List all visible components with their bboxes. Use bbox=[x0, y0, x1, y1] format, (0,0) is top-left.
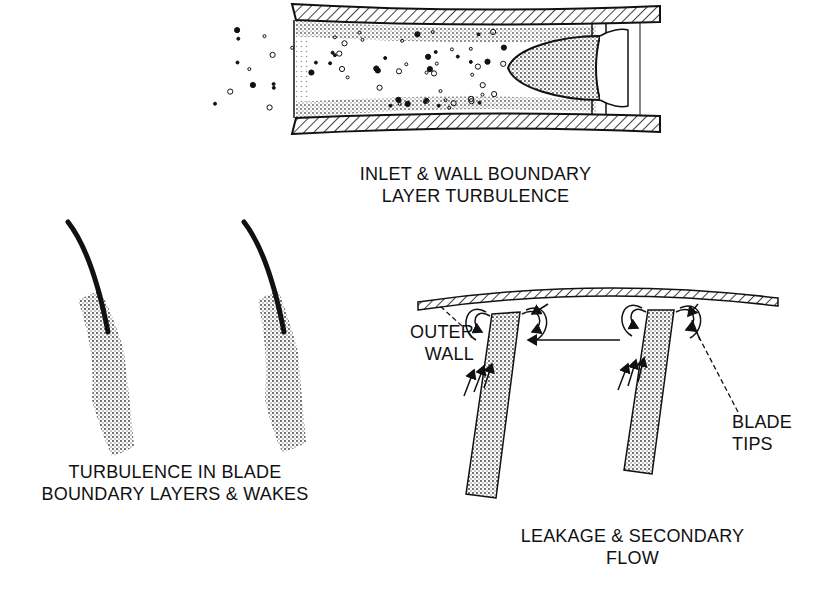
turbulence-dot bbox=[427, 67, 432, 72]
turbulence-dot bbox=[250, 82, 255, 87]
turbulence-dot bbox=[469, 47, 472, 50]
inlet-duct bbox=[214, 4, 661, 134]
turbulence-dot bbox=[405, 63, 408, 66]
figure-caption: LEAKAGE & SECONDARY FLOW bbox=[500, 526, 765, 569]
turbulence-dot bbox=[377, 85, 382, 90]
turbulence-dot bbox=[425, 71, 428, 74]
turbulence-dot bbox=[272, 86, 275, 89]
leader-line bbox=[690, 320, 738, 412]
turbulence-dot bbox=[431, 31, 434, 34]
turbulence-dot bbox=[426, 54, 431, 59]
turbulence-dot bbox=[444, 99, 447, 102]
turbulence-dot bbox=[469, 60, 472, 63]
turbulence-dot bbox=[471, 73, 474, 76]
turbulence-dot bbox=[448, 106, 451, 109]
turbulence-dot bbox=[469, 96, 474, 101]
turbulence-dot bbox=[337, 51, 342, 56]
part-label: BLADE TIPS bbox=[732, 412, 810, 455]
blade-wakes bbox=[68, 222, 306, 456]
blade-tip-leakage bbox=[418, 288, 778, 498]
turbulence-dot bbox=[235, 28, 240, 33]
turbulence-dot bbox=[314, 61, 317, 64]
turbulence-dot bbox=[415, 32, 420, 37]
turbulence-dot bbox=[329, 62, 332, 65]
turbulence-dot bbox=[437, 104, 440, 107]
turbulence-dot bbox=[501, 45, 506, 50]
turbulence-dot bbox=[434, 51, 437, 54]
turbulence-dot bbox=[346, 76, 349, 79]
turbulence-dot bbox=[384, 57, 387, 60]
turbulence-dot bbox=[342, 41, 347, 46]
turbulence-dot bbox=[267, 105, 272, 110]
turbulence-dot bbox=[456, 55, 459, 58]
turbulence-dot bbox=[424, 98, 429, 103]
turbulence-dot bbox=[389, 104, 392, 107]
turbulence-dot bbox=[333, 36, 336, 39]
turbulence-dot bbox=[485, 59, 490, 64]
turbulence-dot bbox=[270, 52, 275, 57]
turbulence-dot bbox=[396, 69, 401, 74]
turbulence-dot bbox=[450, 48, 453, 51]
turbulence-dot bbox=[401, 39, 404, 42]
turbulence-dot bbox=[480, 83, 485, 88]
turbulence-dot bbox=[435, 62, 438, 65]
turbulence-dot bbox=[478, 101, 481, 104]
turbulence-dot bbox=[309, 70, 314, 75]
turbulence-dot bbox=[272, 83, 275, 86]
turbulence-dot bbox=[333, 54, 336, 57]
turbulence-dot bbox=[492, 92, 497, 97]
turbulence-dot bbox=[214, 102, 217, 105]
turbulence-dot bbox=[439, 90, 442, 93]
turbulence-dot bbox=[491, 29, 496, 34]
turbulence-dot bbox=[248, 68, 251, 71]
turbulence-dot bbox=[237, 37, 240, 40]
turbulence-dot bbox=[291, 46, 294, 49]
turbulence-dot bbox=[451, 101, 456, 106]
turbulence-dot bbox=[361, 38, 364, 41]
turbulence-dot bbox=[339, 66, 344, 71]
turbulence-dot bbox=[263, 35, 266, 38]
figure-caption: TURBULENCE IN BLADE BOUNDARY LAYERS & WA… bbox=[25, 462, 325, 505]
turbulence-dot bbox=[481, 93, 484, 96]
turbulence-dot bbox=[396, 97, 401, 102]
figure-caption: INLET & WALL BOUNDARY LAYER TURBULENCE bbox=[338, 164, 613, 207]
turbulence-dot bbox=[501, 61, 506, 66]
turbulence-dot bbox=[236, 61, 239, 64]
part-label: OUTER WALL bbox=[392, 322, 474, 365]
turbulence-dot bbox=[477, 33, 480, 36]
turbulence-dot bbox=[358, 31, 361, 34]
turbulence-dot bbox=[374, 66, 379, 71]
turbulence-dot bbox=[431, 71, 436, 76]
turbulence-dot bbox=[475, 64, 480, 69]
turbulence-dot bbox=[405, 101, 410, 106]
turbulence-dot bbox=[228, 89, 233, 94]
